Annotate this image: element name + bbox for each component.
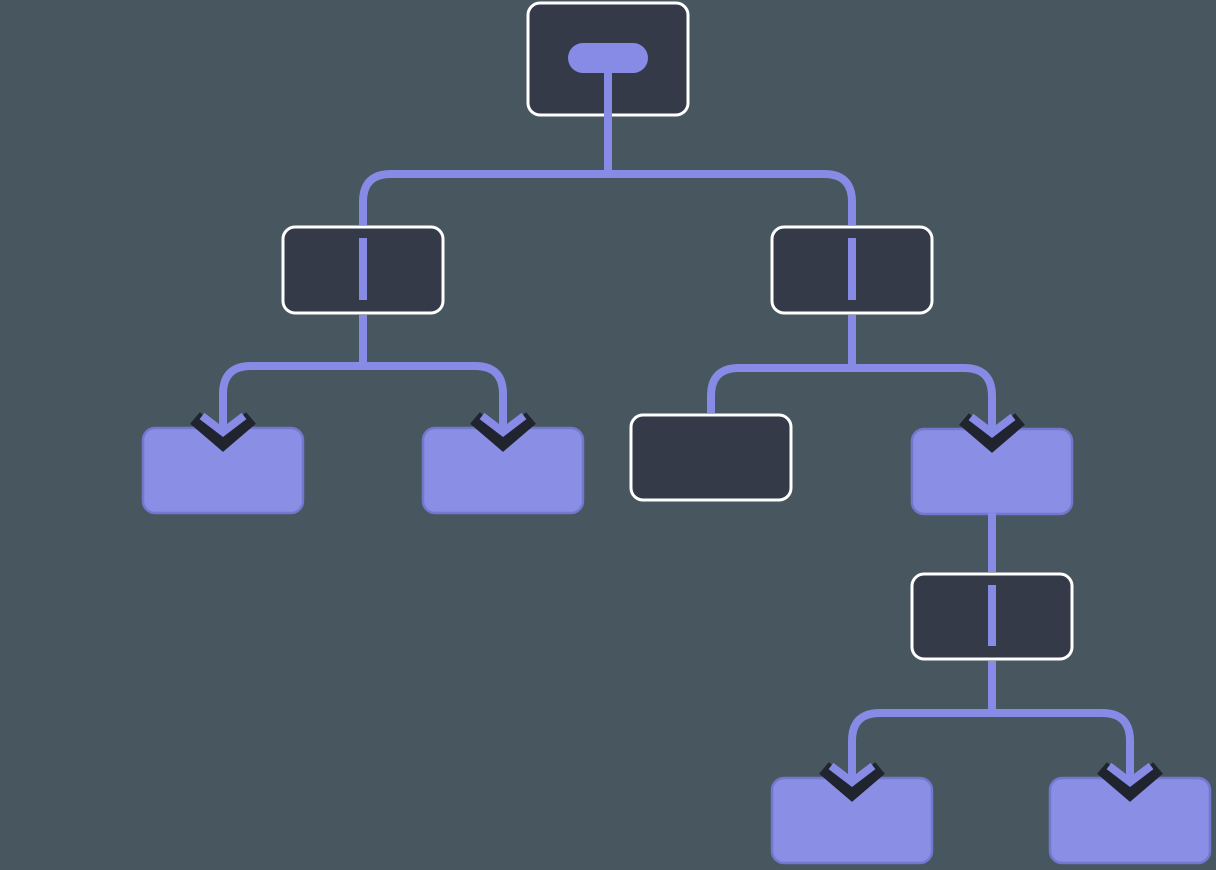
drop-arrow-purple-chevron-icon — [199, 412, 247, 438]
drop-arrow-dark-chevron-icon — [190, 412, 256, 452]
drop-arrow-dark-chevron-icon — [819, 762, 885, 802]
root-pill — [568, 43, 648, 73]
connector-branch — [848, 709, 1134, 782]
drop-arrow-dark-chevron-icon — [1097, 762, 1163, 802]
node-leaf-3[interactable] — [629, 413, 793, 502]
drop-arrow-purple-chevron-icon — [968, 413, 1016, 439]
drop-arrow-dark-chevron-icon — [959, 413, 1025, 453]
connector-branch — [359, 170, 856, 225]
drop-arrow-purple-chevron-icon — [479, 412, 527, 438]
drop-arrow-dark-chevron-icon — [470, 412, 536, 452]
connector-branch — [219, 362, 507, 432]
drop-arrow-purple-chevron-icon — [1106, 762, 1154, 788]
drop-arrow-purple-chevron-icon — [828, 762, 876, 788]
connector-branch — [707, 364, 996, 433]
